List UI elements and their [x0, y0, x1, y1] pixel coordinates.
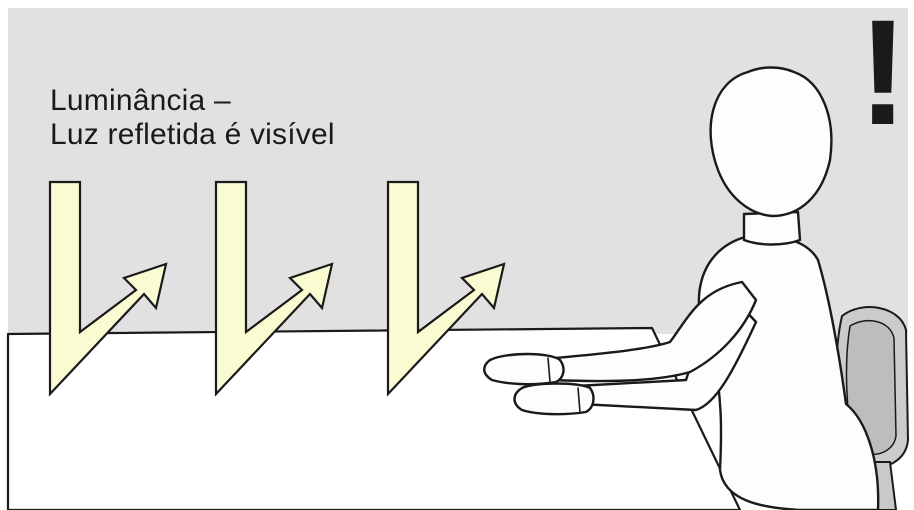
caption-line-1: Luminância – [50, 84, 335, 118]
mannequin-back-hand [515, 384, 594, 415]
caption: Luminância – Luz refletida é visível [50, 84, 335, 152]
caption-line-2: Luz refletida é visível [50, 118, 335, 152]
warning-exclamation-icon: ! [858, 2, 898, 142]
mannequin-front-hand [484, 354, 563, 384]
